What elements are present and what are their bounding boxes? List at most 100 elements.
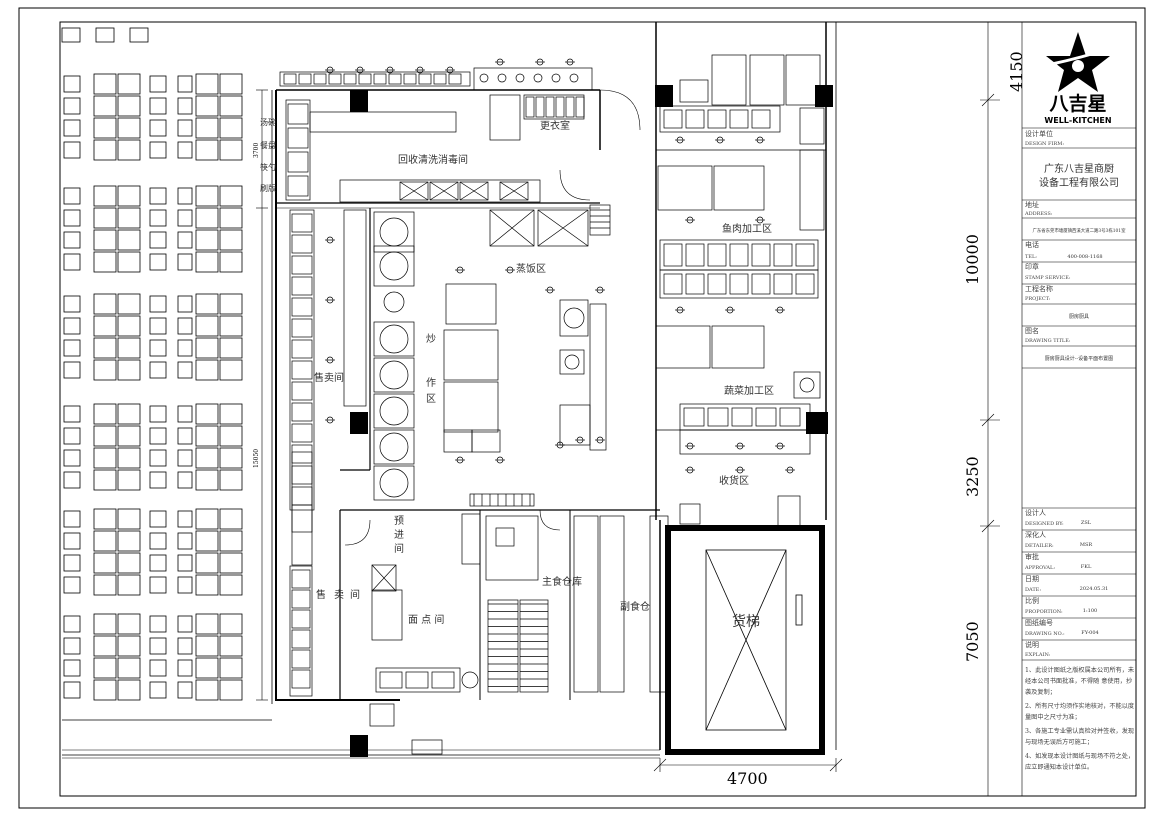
wash-basin <box>679 79 709 103</box>
dining-chair <box>63 141 81 159</box>
dining-table <box>219 229 243 251</box>
dining-table <box>117 139 141 161</box>
toilet-stall <box>785 54 821 106</box>
shelf-cell <box>403 73 417 85</box>
dining-chair <box>63 295 81 313</box>
dining-table <box>219 337 243 359</box>
dining-chair <box>149 449 167 467</box>
dining-table <box>117 657 141 679</box>
dining-chair <box>63 75 81 93</box>
dining-table <box>117 613 141 635</box>
sink-bowl <box>479 73 489 83</box>
dining-chair <box>149 532 167 550</box>
prep-table <box>657 165 713 211</box>
dining-chair <box>149 637 167 655</box>
dining-table <box>93 552 117 574</box>
wok-burner <box>379 360 409 390</box>
brand-sub: WELL-KITCHEN <box>1044 116 1111 125</box>
dining-chair <box>177 471 193 489</box>
dining-chair <box>149 295 167 313</box>
dining-table <box>219 574 243 596</box>
hand-sink <box>751 109 771 129</box>
wok-burner <box>379 217 409 247</box>
tb-tel-label-en: TEL: <box>1025 254 1037 260</box>
hand-sink <box>707 109 727 129</box>
serving-well <box>291 318 313 338</box>
tb-date-value: 2024.05.31 <box>1080 586 1109 592</box>
dining-table <box>219 530 243 552</box>
hand-wash-line <box>659 105 781 133</box>
steam-cabinet <box>537 209 589 247</box>
dining-table <box>117 508 141 530</box>
serving-well <box>291 589 311 609</box>
dining-table <box>195 229 219 251</box>
dining-table <box>195 508 219 530</box>
dining-table <box>195 679 219 701</box>
dining-table <box>195 359 219 381</box>
tb-drawing-no-label-en: DRAWING NO.: <box>1025 631 1065 637</box>
dining-chair <box>149 209 167 227</box>
brand-name: 八吉星 <box>1049 92 1106 115</box>
dining-chair <box>149 253 167 271</box>
dining-table <box>219 425 243 447</box>
dining-table <box>219 469 243 491</box>
serving-well <box>291 339 313 359</box>
dishwasher <box>399 181 429 201</box>
shelving-tall <box>573 515 599 693</box>
side-label-chopsticks: 筷勺 <box>260 162 276 172</box>
oven-burner <box>564 354 580 370</box>
tb-explain-label-en: EXPLAIN: <box>1025 652 1051 658</box>
storage-rack <box>487 599 519 693</box>
dining-table <box>93 403 117 425</box>
dining-chair <box>149 554 167 572</box>
dining-chair <box>149 75 167 93</box>
shelf-cell <box>343 73 357 85</box>
locker <box>545 96 555 118</box>
stairs <box>589 204 611 236</box>
dining-table <box>93 117 117 139</box>
bakery-cell <box>405 671 429 689</box>
dining-chair <box>149 510 167 528</box>
equipment-mark <box>371 564 397 592</box>
tb-date-label-en: DATE: <box>1025 587 1041 593</box>
prep-cell <box>773 273 793 295</box>
tb-firm-name-line1: 广东八吉星商厨 <box>1044 162 1114 175</box>
prep-sink <box>751 243 771 267</box>
wok-unit <box>373 245 415 287</box>
room-locker-label: 更衣室 <box>540 119 570 132</box>
tb-drawing-title-label-en: DRAWING TITLE: <box>1025 338 1071 344</box>
scale <box>679 503 701 525</box>
dim-bottom: 4700 <box>727 769 768 788</box>
dining-chair <box>63 405 81 423</box>
tb-note-2: 经本公司书面批准，不得随 意使用，抄 <box>1025 677 1132 685</box>
serving-well <box>291 423 313 443</box>
dishwasher <box>499 181 529 201</box>
tb-drawing-no-label: 图纸编号 <box>1025 618 1053 627</box>
tb-note-3: 袭及复制； <box>1025 688 1056 696</box>
hot-case <box>291 504 313 566</box>
dining-chair <box>149 681 167 699</box>
dining-chair <box>63 317 81 335</box>
dining-chair <box>63 187 81 205</box>
dining-chair <box>149 231 167 249</box>
dining-table <box>93 185 117 207</box>
room-fish-meat-label: 鱼肉加工区 <box>722 222 772 235</box>
tb-project-value: 厨房厨具 <box>1069 313 1089 320</box>
dining-chair <box>61 27 81 43</box>
dining-table <box>195 139 219 161</box>
tb-detailer-value: MSR <box>1080 542 1093 548</box>
dining-table <box>117 337 141 359</box>
veg-sink <box>707 407 729 427</box>
veg-sink <box>683 407 705 427</box>
oven-burner <box>563 307 585 329</box>
tb-note-6: 3、各施工专业需认真检对并签收，发现 <box>1025 727 1134 735</box>
prep-table <box>711 325 765 369</box>
dining-table <box>93 425 117 447</box>
dining-table <box>93 613 117 635</box>
dining-chair <box>177 231 193 249</box>
counter-strip <box>589 303 607 451</box>
dining-chair <box>177 119 193 137</box>
dining-chair <box>177 637 193 655</box>
dining-chair <box>95 27 115 43</box>
room-pastry-label: 面 点 间 <box>408 613 444 626</box>
